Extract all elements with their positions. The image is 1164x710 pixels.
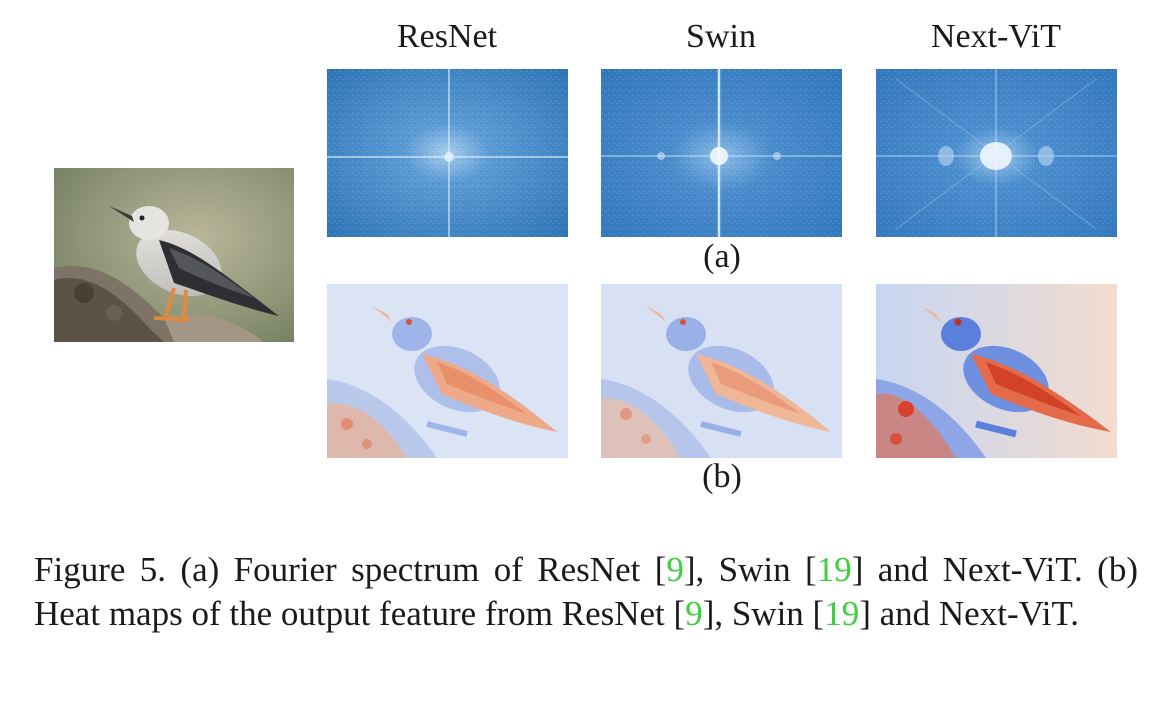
column-title-swin: Swin	[686, 18, 756, 55]
caption-text: ] and Next-ViT.	[859, 594, 1080, 633]
caption-text: ], Swin [	[683, 550, 817, 589]
heatmap-swin	[601, 284, 842, 458]
fourier-spectrum-nextvit	[876, 69, 1117, 237]
citation-link[interactable]: 19	[824, 594, 860, 633]
citation-link[interactable]: 9	[685, 594, 703, 633]
caption-text: ] and Next-ViT. (b) Heat maps of the out…	[34, 550, 1138, 633]
heatmap-nextvit	[876, 284, 1117, 458]
column-title-resnet: ResNet	[396, 18, 498, 55]
citation-link[interactable]: 19	[816, 550, 852, 589]
row-label-a: (a)	[703, 238, 741, 275]
citation-link[interactable]: 9	[666, 550, 684, 589]
row-label-b: (b)	[702, 458, 742, 495]
caption-text: ], Swin [	[702, 594, 825, 633]
caption-text: Figure 5. (a) Fourier spectrum of ResNet…	[34, 550, 667, 589]
fourier-spectrum-resnet	[327, 69, 568, 237]
figure-caption: Figure 5. (a) Fourier spectrum of ResNet…	[34, 548, 1138, 636]
heatmap-resnet	[327, 284, 568, 458]
fourier-spectrum-swin	[601, 69, 842, 237]
column-title-nextvit: Next-ViT	[930, 18, 1062, 55]
input-bird-image	[54, 168, 294, 342]
